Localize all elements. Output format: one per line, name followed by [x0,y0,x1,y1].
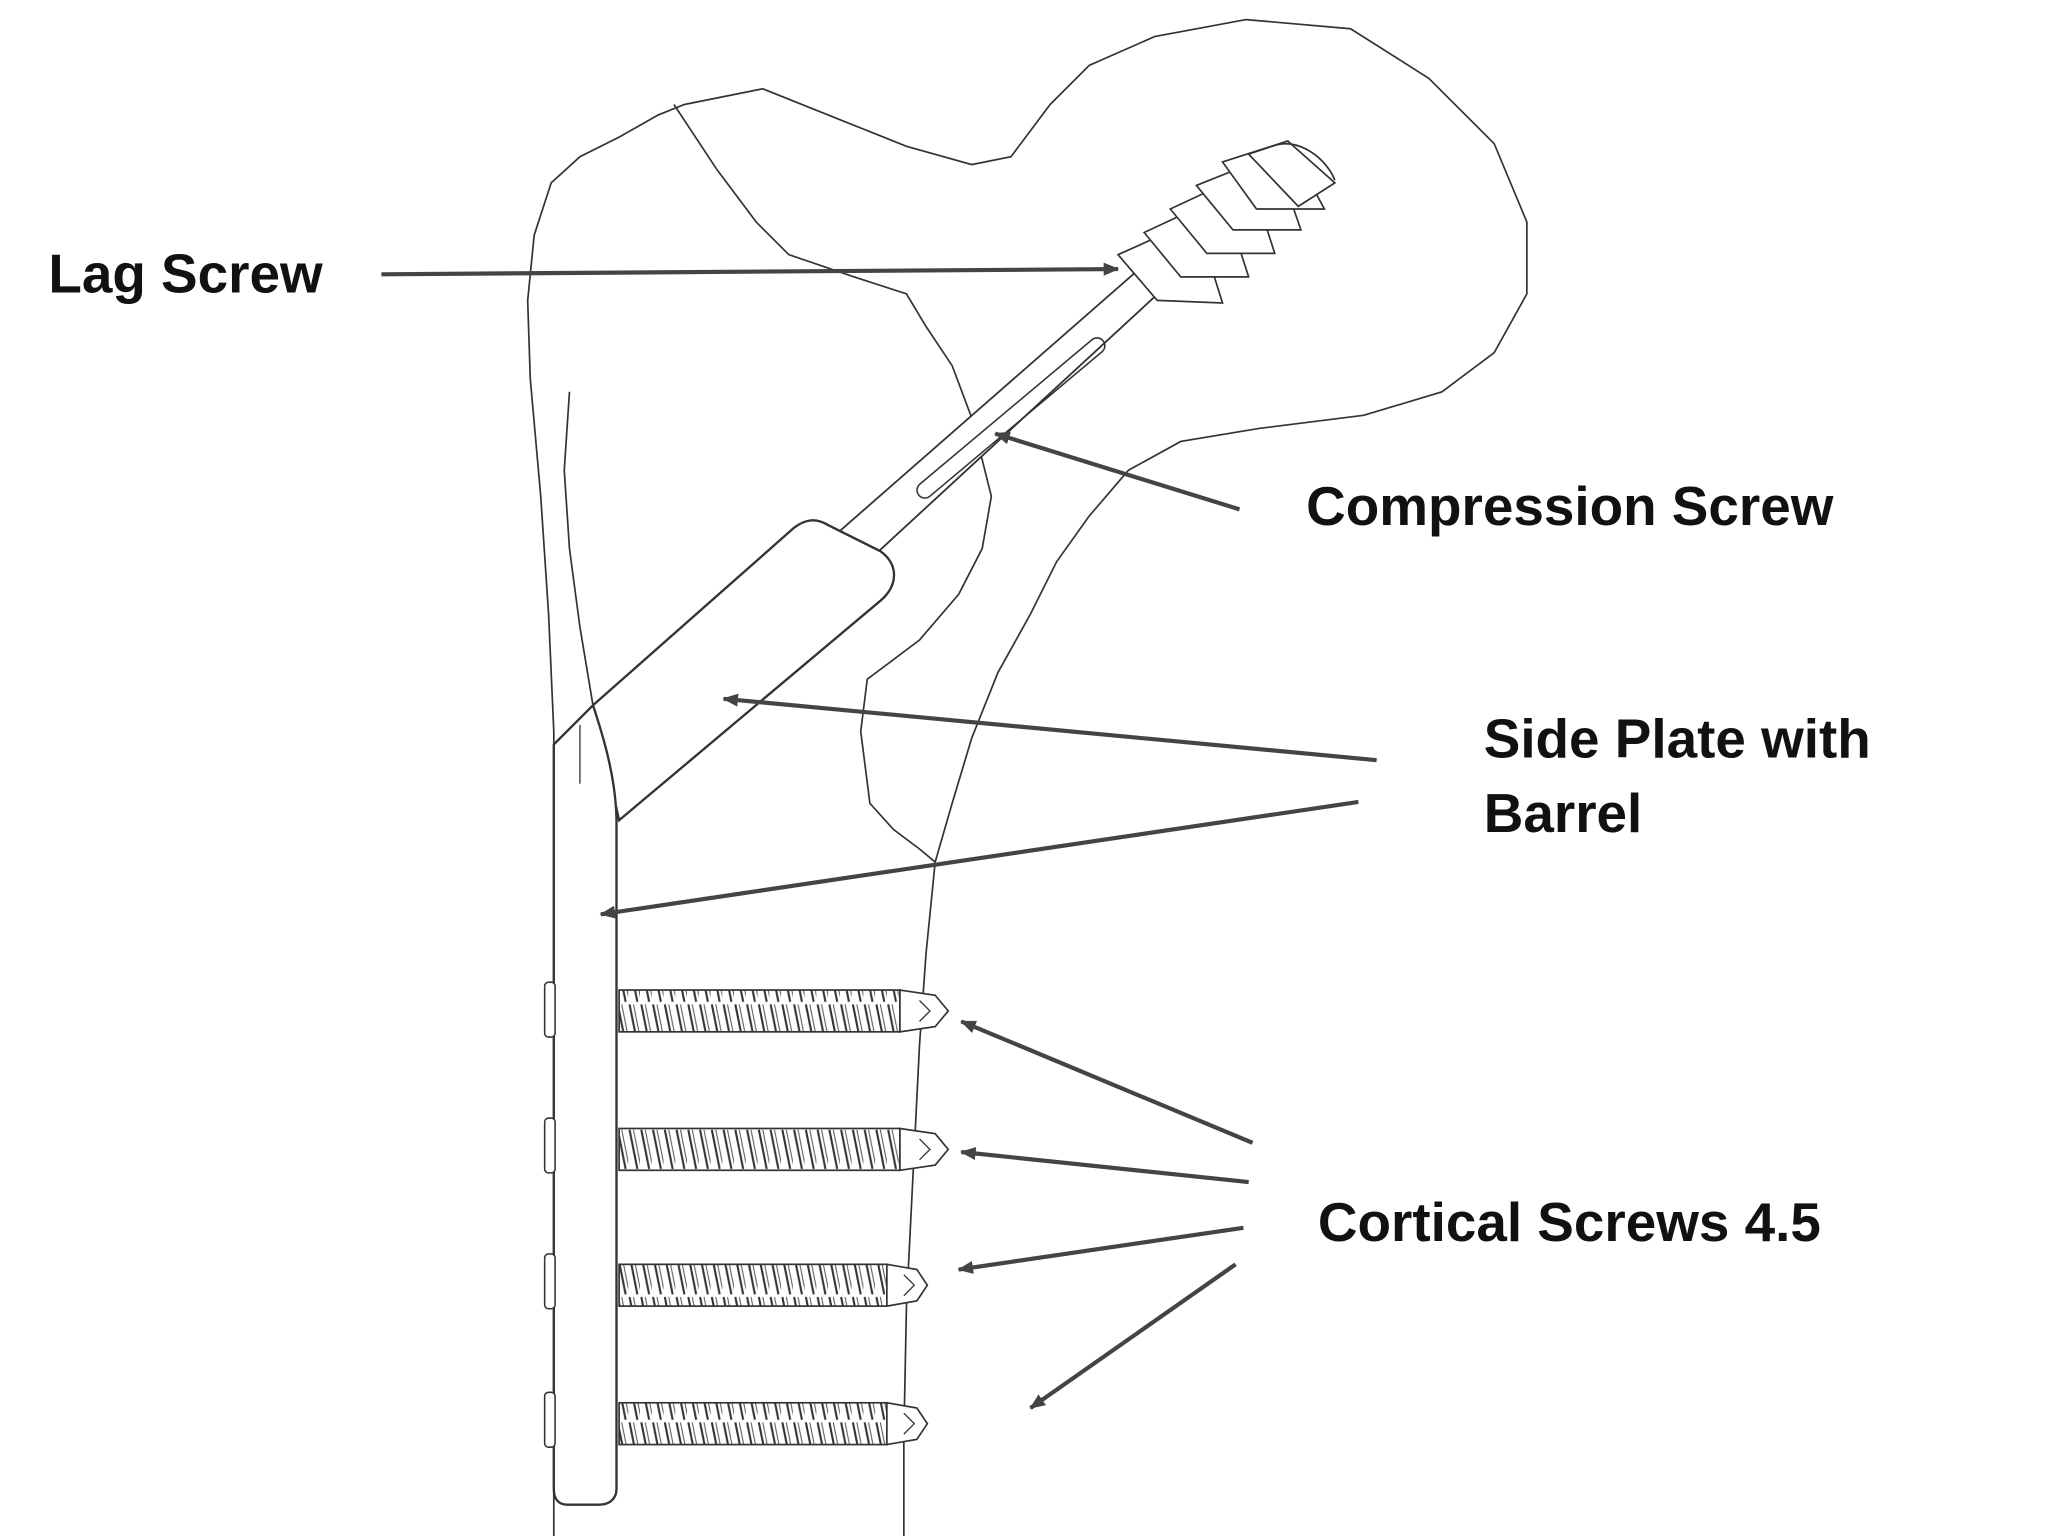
lag-screw [833,140,1337,566]
neck-outline-inner [563,391,594,706]
label-side-plate-line1: Side Plate with [1484,708,1871,770]
cortical-screws [618,989,950,1446]
arrow-side-plate-barrel [722,693,1377,763]
labels: Lag Screw Compression Screw Side Plate w… [48,243,1870,1253]
cortical-screw-1 [618,989,950,1033]
arrow-cortical-screw-2 [960,1146,1249,1185]
lag-screw-slot [916,337,1106,499]
cortical-screw-4 [618,1401,929,1446]
lag-screw-thread [1116,140,1337,304]
screw-head-4 [543,1391,556,1448]
label-cortical-screws: Cortical Screws 4.5 [1318,1191,1821,1253]
femur-bone [526,18,1528,1536]
cortical-screw-2 [618,1127,950,1172]
arrow-lag-screw [381,262,1120,277]
fracture-line [673,104,993,863]
plate-screw-heads [543,981,556,1448]
arrow-compression-screw [994,431,1241,512]
lag-screw-shaft [833,259,1169,566]
arrow-cortical-screw-1 [960,1019,1254,1145]
side-plate-with-barrel [552,519,896,1506]
femur-outline-lateral [526,18,1528,1536]
arrow-cortical-screw-3 [957,1225,1244,1274]
screw-head-3 [543,1253,556,1310]
side-plate [552,703,618,1506]
label-side-plate-line2: Barrel [1484,782,1643,844]
cortical-screw-3 [618,1263,929,1308]
label-lag-screw: Lag Screw [48,243,323,305]
leader-arrows [381,262,1377,1410]
barrel [591,519,896,823]
label-compression-screw: Compression Screw [1306,475,1834,537]
screw-head-1 [543,981,556,1038]
screw-head-2 [543,1117,556,1174]
arrow-side-plate-plate [599,799,1359,919]
arrow-cortical-screw-4 [1029,1262,1237,1410]
